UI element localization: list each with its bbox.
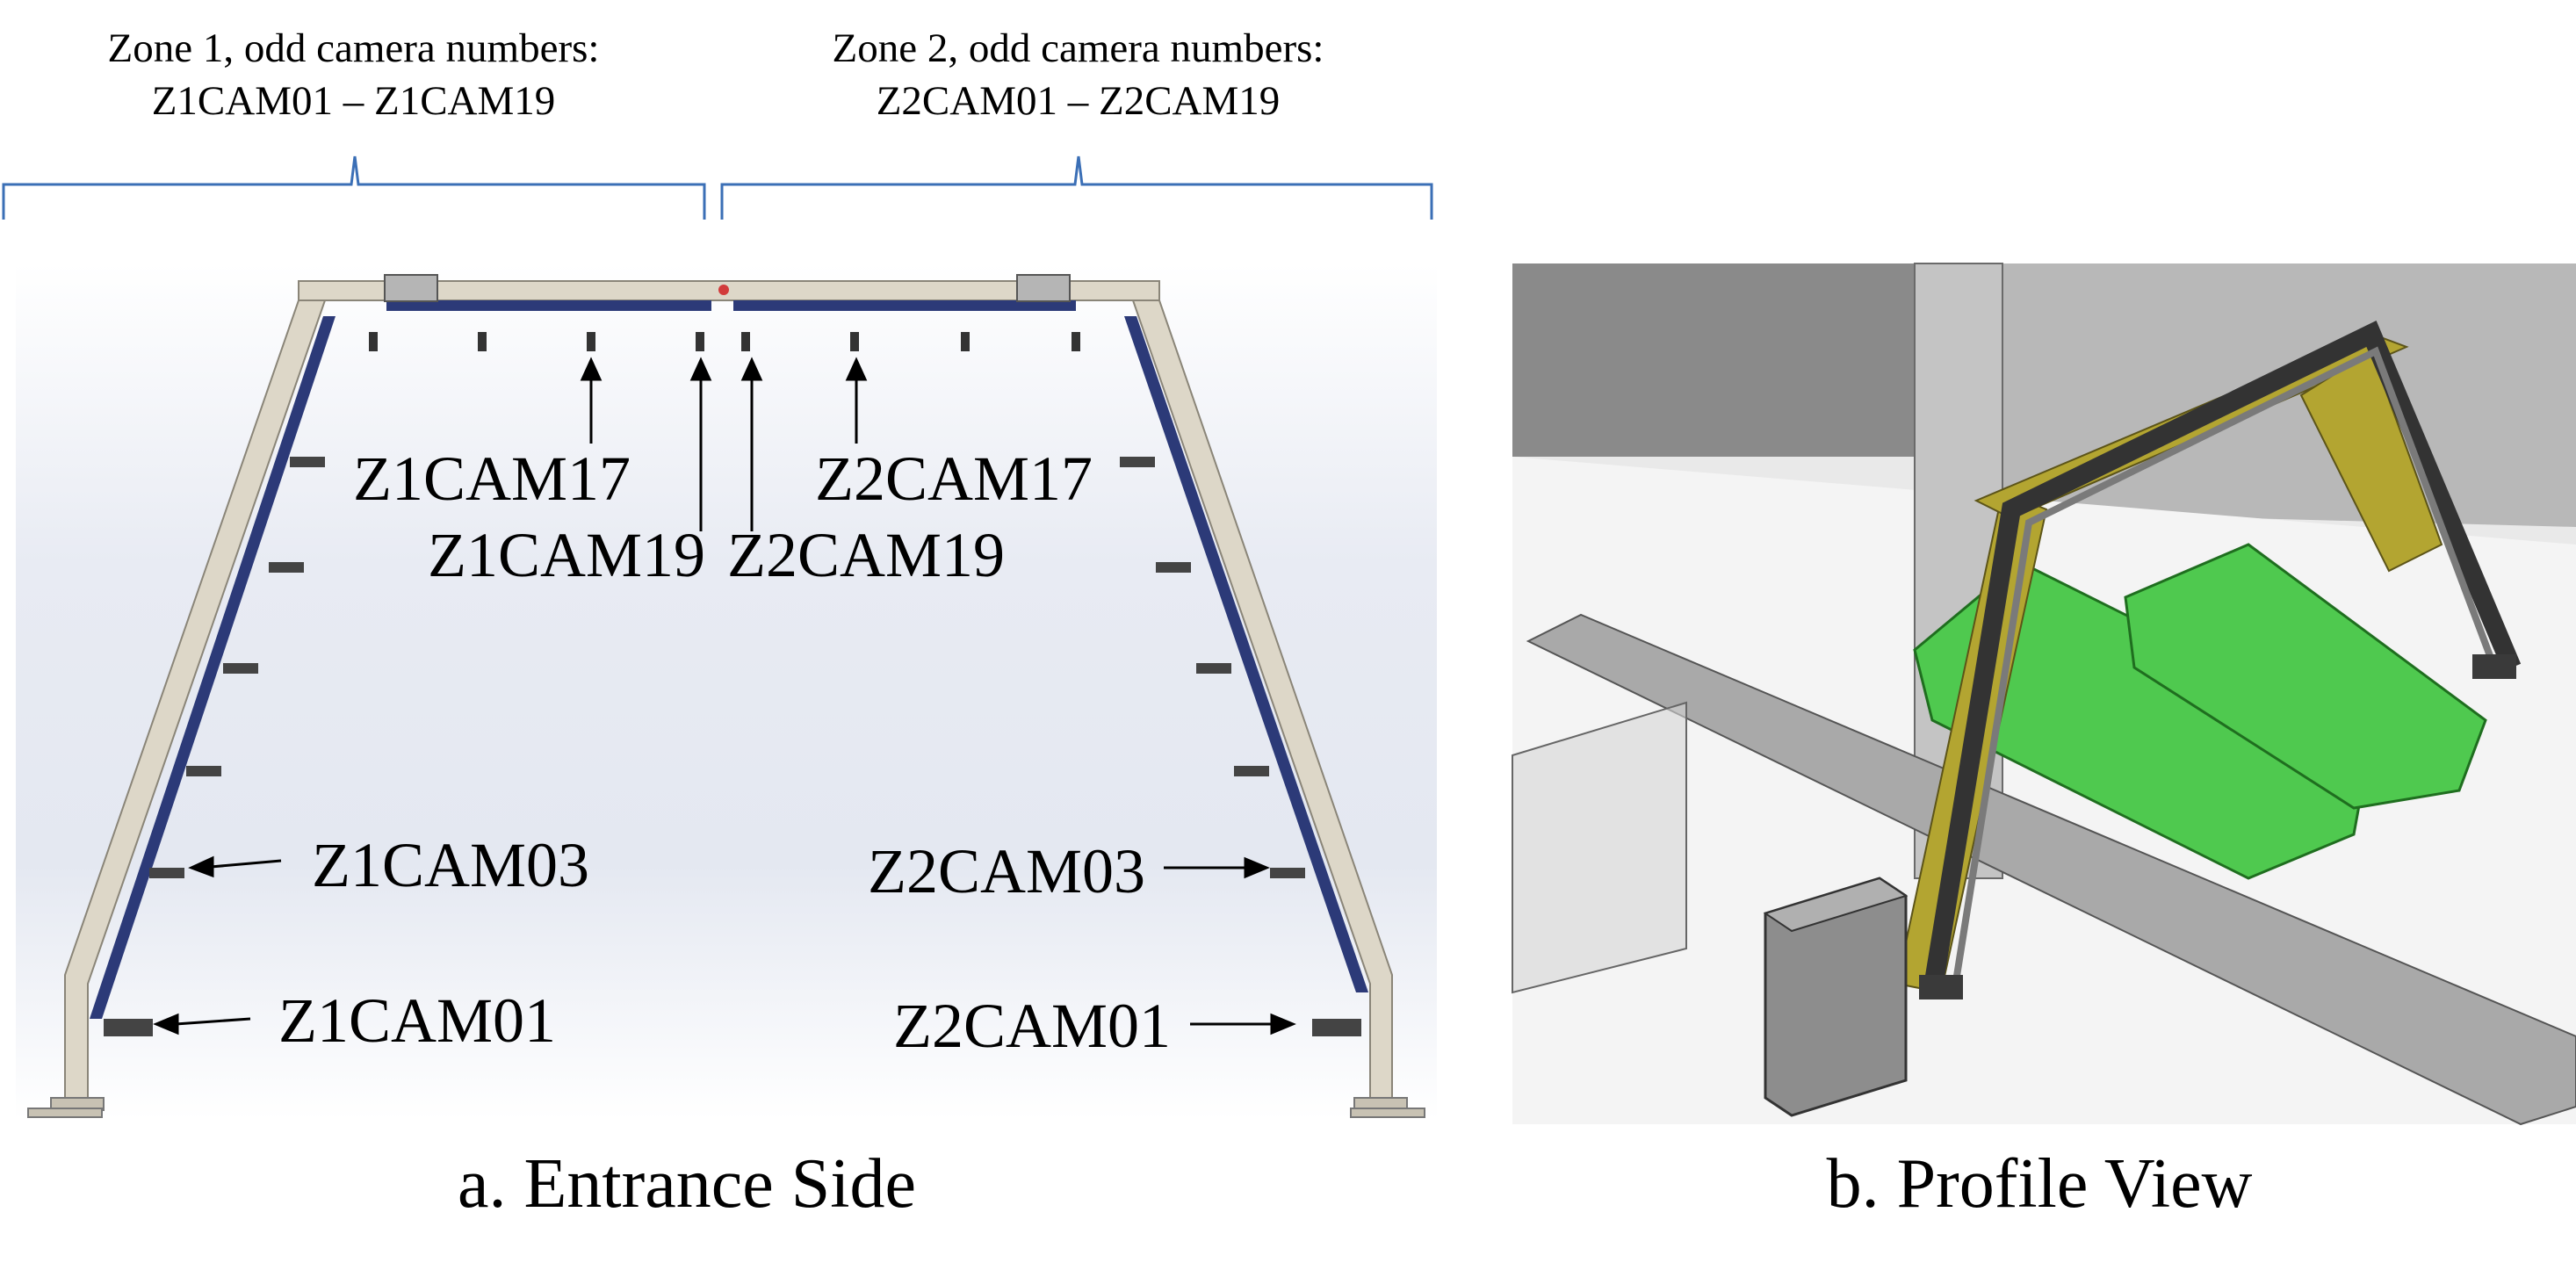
right-side-cameras (1120, 457, 1361, 1036)
zone-1-range: Z1CAM01 – Z1CAM19 (151, 78, 556, 124)
zone-2-range: Z2CAM01 – Z2CAM19 (876, 78, 1281, 124)
control-cabinet-top (1763, 877, 1909, 933)
back-wall-dark (1512, 263, 1915, 457)
beam-center-marker (718, 285, 729, 295)
label-z2cam17: Z2CAM17 (815, 444, 1093, 514)
beam-box-right (1016, 274, 1071, 302)
right-camera-rail (1124, 316, 1368, 992)
right-base (1350, 1108, 1425, 1118)
left-camera-rail (90, 316, 336, 1019)
pointer-arrows (153, 357, 1296, 1035)
gantry-foot-right (2472, 654, 2516, 679)
conveyor-track (1526, 613, 2576, 1126)
translucent-wall (1512, 701, 1687, 994)
gantry-foot-left (1919, 975, 1963, 999)
gantry-frame-inner (1951, 346, 2498, 993)
top-cameras (369, 332, 1080, 351)
left-side-cameras (104, 457, 325, 1036)
right-green-belt (2124, 543, 2487, 810)
gantry-frame (1923, 321, 2522, 994)
label-z1cam19: Z1CAM19 (428, 520, 706, 590)
label-z1cam17: Z1CAM17 (353, 444, 631, 514)
zone-2-bracket (720, 155, 1433, 220)
caption-entrance-side: a. Entrance Side (458, 1145, 916, 1223)
top-beam (298, 280, 1160, 301)
top-rail-left (386, 300, 711, 311)
label-z1cam01: Z1CAM01 (278, 985, 557, 1056)
zone-2-heading: Zone 2, odd camera numbers: (832, 25, 1324, 71)
label-z2cam19: Z2CAM19 (727, 520, 1006, 590)
zone-1-heading: Zone 1, odd camera numbers: (107, 25, 600, 71)
zone-1-bracket (2, 155, 706, 220)
zone-2-title: Zone 2, odd camera numbers: Z2CAM01 – Z2… (751, 22, 1405, 127)
entrance-side-panel (16, 263, 1437, 1120)
label-z1cam03: Z1CAM03 (312, 830, 590, 900)
top-rail-right (733, 300, 1076, 311)
left-base (27, 1108, 103, 1118)
label-z2cam01: Z2CAM01 (893, 991, 1172, 1061)
caption-profile-view: b. Profile View (1826, 1145, 2253, 1223)
zone-1-title: Zone 1, odd camera numbers: Z1CAM01 – Z1… (26, 22, 681, 127)
label-z2cam03: Z2CAM03 (868, 836, 1146, 906)
profile-view-panel (1512, 263, 2576, 1126)
beam-box-left (384, 274, 438, 302)
